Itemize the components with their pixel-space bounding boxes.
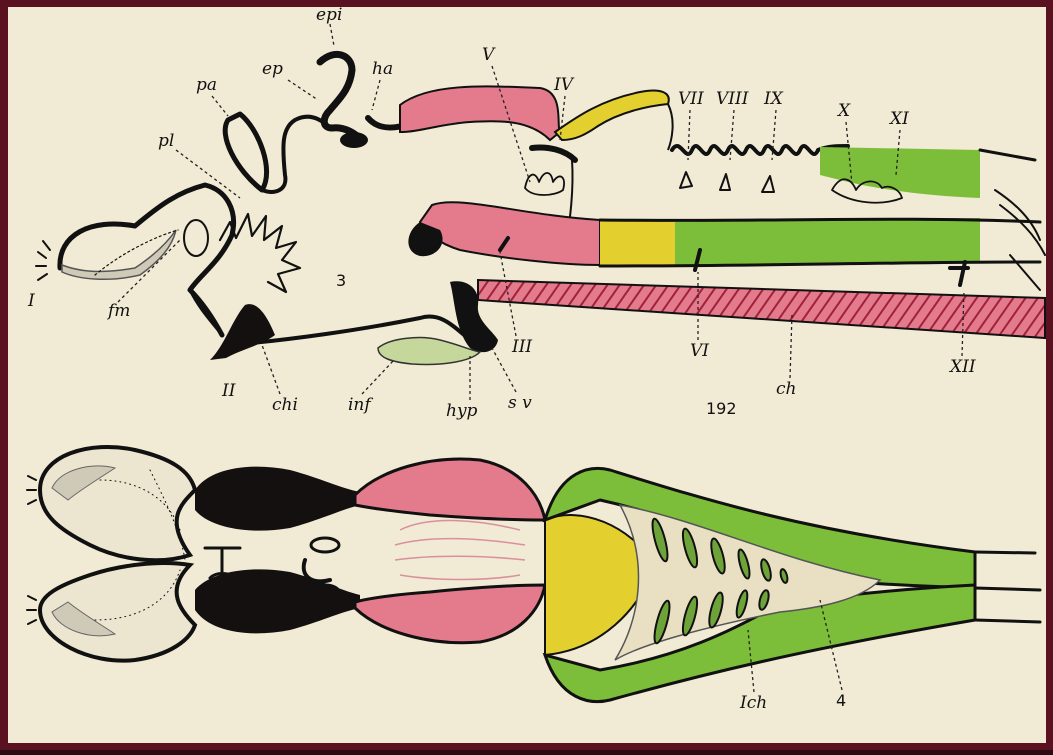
label-x: X <box>836 101 851 121</box>
label-sv: s v <box>508 393 532 413</box>
label-iv: IV <box>553 75 575 95</box>
label-4: 4 <box>836 691 846 710</box>
label-v: V <box>482 45 496 65</box>
floor-green-band <box>675 218 980 265</box>
label-epi: epi <box>316 5 342 25</box>
label-vii: VII <box>678 89 704 109</box>
label-xii: XII <box>948 357 976 377</box>
label-fm: fm <box>106 301 130 321</box>
floor-yellow-band <box>600 220 675 266</box>
label-ch: ch <box>776 379 796 399</box>
label-iii: III <box>511 337 532 357</box>
label-pa: pa <box>196 75 217 95</box>
label-chi: chi <box>272 395 298 415</box>
label-ha: ha <box>372 59 393 79</box>
label-hyp: hyp <box>446 401 478 421</box>
label-viii: VIII <box>716 89 749 109</box>
label-ep: ep <box>262 59 283 79</box>
label-192: 192 <box>706 399 737 418</box>
label-inf: inf <box>348 395 373 415</box>
label-ii: II <box>221 381 236 401</box>
label-ix: IX <box>763 89 784 109</box>
label-xi: XI <box>888 109 909 129</box>
label-pl: pl <box>158 131 174 151</box>
habenula <box>340 132 368 148</box>
label-ich: Ich <box>739 693 767 713</box>
label-i: I <box>27 291 35 311</box>
label-vi: VI <box>690 341 709 361</box>
label-3: 3 <box>336 271 346 290</box>
